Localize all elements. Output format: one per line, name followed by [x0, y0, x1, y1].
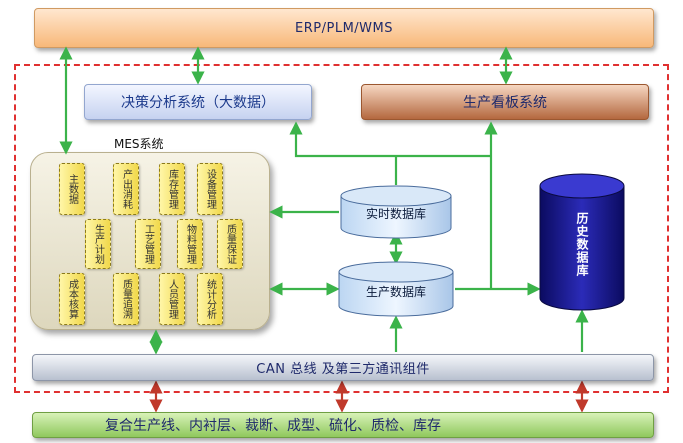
- production-db-label: 生产数据库: [365, 285, 426, 299]
- module-process-management: 工艺管理: [135, 219, 161, 269]
- can-bus-label: CAN 总线 及第三方通讯组件: [256, 362, 430, 377]
- mes-system-box: 主数据 产出消耗 库存管理 设备管理 生产计划 工艺管理 物料管理 质量保证 成…: [30, 152, 270, 330]
- decision-analysis-box: 决策分析系统（大数据）: [84, 84, 312, 120]
- module-inventory-management: 库存管理: [159, 163, 185, 215]
- erp-label: ERP/PLM/WMS: [295, 20, 393, 36]
- realtime-db-label: 实时数据库: [365, 207, 426, 221]
- history-db-cylinder: [539, 173, 625, 311]
- realtime-db-cylinder: [340, 185, 452, 239]
- module-material-management: 物料管理: [177, 219, 203, 269]
- production-lines-label: 复合生产线、内衬层、裁断、成型、硫化、质检、库存: [105, 418, 441, 434]
- erp-plm-wms-bar: ERP/PLM/WMS: [34, 8, 654, 48]
- history-db-label: 历史数据库: [575, 212, 589, 277]
- module-quality-traceability: 质量追溯: [113, 273, 139, 325]
- module-statistical-analysis: 统计分析: [197, 273, 223, 325]
- mes-title: MES系统: [114, 137, 164, 151]
- module-output-consumption: 产出消耗: [113, 163, 139, 215]
- module-master-data: 主数据: [59, 163, 85, 215]
- decision-analysis-label: 决策分析系统（大数据）: [121, 95, 275, 111]
- module-cost-accounting: 成本核算: [59, 273, 85, 325]
- can-bus-bar: CAN 总线 及第三方通讯组件: [32, 354, 654, 381]
- module-personnel-management: 人员管理: [159, 273, 185, 325]
- module-quality-assurance: 质量保证: [217, 219, 243, 269]
- module-production-planning: 生产计划: [85, 219, 111, 269]
- module-equipment-management: 设备管理: [197, 163, 223, 215]
- production-kanban-label: 生产看板系统: [463, 95, 547, 111]
- link-decision-trunk: [289, 121, 491, 158]
- production-lines-bar: 复合生产线、内衬层、裁断、成型、硫化、质检、库存: [32, 412, 654, 438]
- production-db-cylinder: [338, 261, 454, 317]
